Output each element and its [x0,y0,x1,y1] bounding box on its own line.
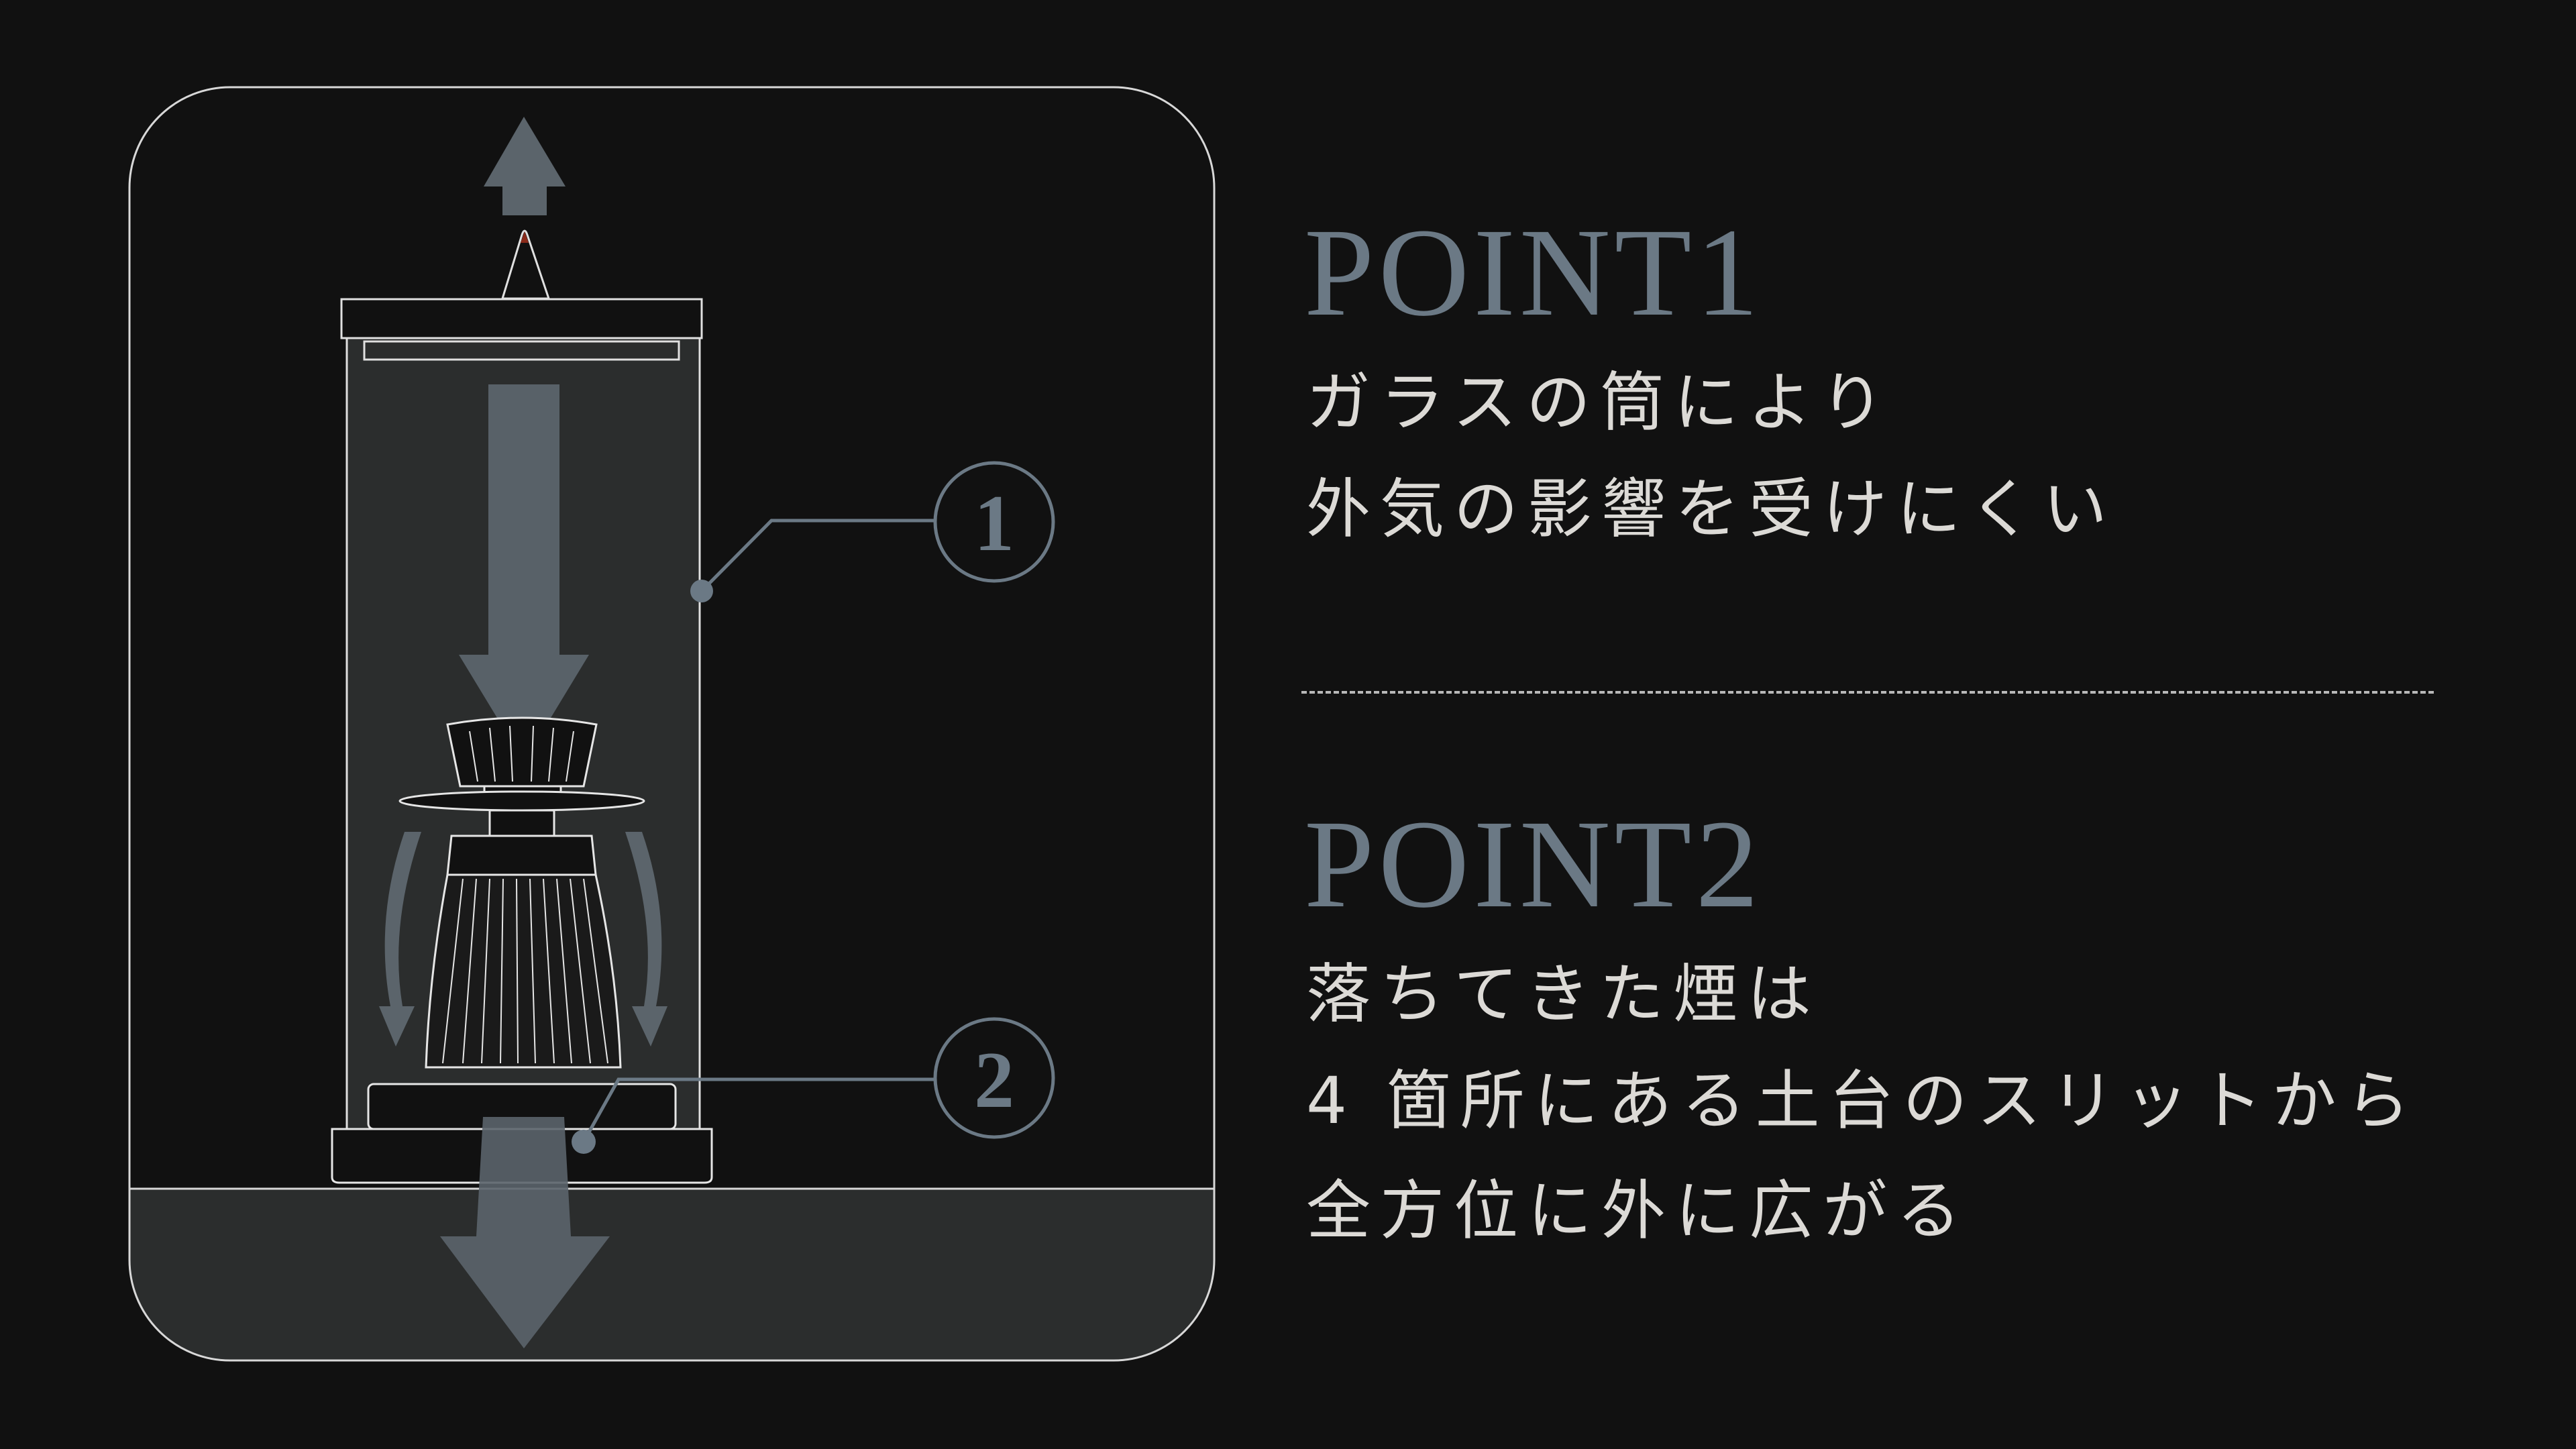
callout-1-number: 1 [974,478,1014,568]
callout-1: 1 [690,461,1055,602]
arrow-down-icon [459,384,589,762]
point1-line-1: ガラスの筒により [1306,365,1894,440]
inner-rim [363,340,680,361]
point1-line-2: 外気の影響を受けにくい [1306,472,2117,547]
arrow-down-out-icon [440,1117,610,1348]
point2-line-3: 全方位に外に広がる [1306,1173,1970,1248]
point2-line-2: 4 箇所にある土台のスリットから [1306,1063,2420,1138]
lid [340,298,703,339]
point2-title: POINT2 [1304,794,1763,934]
arrow-up-icon [484,117,566,215]
dashed-divider [1301,691,2434,694]
illustration-card [128,86,1216,1362]
callout-2-number: 2 [974,1035,1014,1124]
curved-arrow-right-icon [625,832,667,1046]
floor [129,1189,1214,1360]
incense-stand [331,716,713,1184]
point1-title: POINT1 [1304,202,1763,342]
point2-line-1: 落ちてきた煙は [1306,957,1821,1032]
curved-arrow-left-icon [379,832,421,1046]
callout-2: 2 [572,1017,1055,1154]
incense-cone-icon [500,229,551,300]
stand-flutes [442,725,608,1064]
